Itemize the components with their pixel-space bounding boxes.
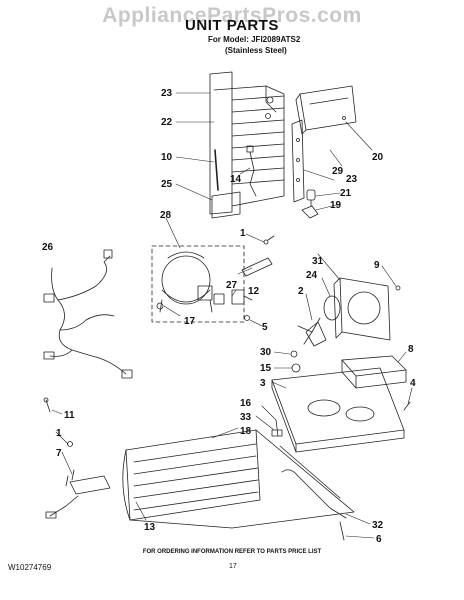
callout-1-upper: 1 — [240, 228, 246, 239]
callout-13: 13 — [144, 522, 156, 533]
evaporator-coil — [122, 429, 355, 529]
page-number: 17 — [229, 563, 237, 570]
callout-30: 30 — [260, 347, 272, 358]
callout-24: 24 — [306, 270, 318, 281]
callout-22: 22 — [161, 117, 173, 128]
callout-12: 12 — [248, 286, 260, 297]
model-line: For Model: JFI2089ATS2 — [208, 35, 301, 44]
callout-25: 25 — [161, 179, 173, 190]
callout-15: 15 — [260, 363, 272, 374]
wiring-harness-26 — [43, 249, 133, 379]
callout-23-side-bracket: 23 — [346, 174, 358, 185]
sensor-and-clip — [301, 189, 319, 219]
callout-6: 6 — [376, 534, 382, 545]
callout-11: 11 — [64, 410, 75, 421]
callout-17: 17 — [184, 316, 196, 327]
drain-tube — [271, 419, 283, 437]
callout-14: 14 — [230, 174, 242, 185]
duct-cover — [295, 85, 357, 135]
wire-harness-14 — [246, 145, 257, 197]
callout-19: 19 — [330, 200, 342, 211]
callout-33: 33 — [240, 412, 252, 423]
callout-29: 29 — [332, 166, 344, 177]
condenser-assembly — [209, 71, 305, 219]
callout-23-condenser-bracket: 23 — [161, 88, 173, 99]
callout-32: 32 — [372, 520, 384, 531]
callout-31: 31 — [312, 256, 324, 267]
fan-assembly — [297, 277, 401, 347]
page-title: UNIT PARTS — [185, 17, 279, 34]
callout-27: 27 — [226, 280, 238, 291]
callout-4: 4 — [410, 378, 416, 389]
ordering-note: FOR ORDERING INFORMATION REFER TO PARTS … — [142, 549, 322, 555]
base-plate — [271, 350, 411, 453]
callout-9: 9 — [374, 260, 380, 271]
callout-1-lower: 1 — [56, 428, 62, 439]
callout-10: 10 — [161, 152, 173, 163]
callout-28: 28 — [160, 210, 172, 221]
document-number: W10274769 — [8, 563, 52, 572]
finish-line: (Stainless Steel) — [225, 46, 287, 55]
callout-7: 7 — [56, 448, 62, 459]
callout-3: 3 — [260, 378, 266, 389]
callout-8: 8 — [408, 344, 414, 355]
relay-overload — [231, 289, 253, 321]
callout-26: 26 — [42, 242, 54, 253]
compressor-assembly — [151, 245, 245, 323]
connector-kit — [45, 441, 111, 519]
fan-bracket — [341, 355, 407, 389]
leader-lines — [51, 92, 413, 539]
callout-5: 5 — [262, 322, 268, 333]
callout-2: 2 — [298, 286, 304, 297]
callout-20: 20 — [372, 152, 384, 163]
callout-18: 18 — [240, 426, 252, 437]
callout-16: 16 — [240, 398, 252, 409]
callout-21: 21 — [340, 188, 352, 199]
watermark: AppliancePartsPros.com — [102, 4, 362, 27]
drier — [241, 235, 275, 277]
screw-11 — [43, 397, 51, 413]
heater-wire — [281, 469, 347, 541]
